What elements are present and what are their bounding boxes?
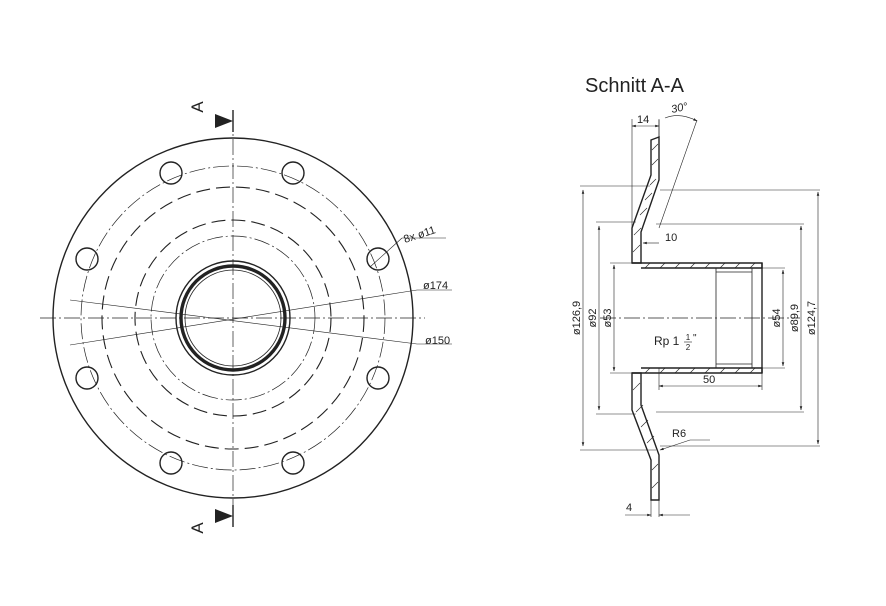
bolt-hole <box>159 451 183 475</box>
bolt-circle-label: ø174 <box>423 280 448 292</box>
dim-d-89-9: ø89,9 <box>789 304 801 332</box>
dim-bottom-thickness: 4 <box>626 502 632 514</box>
dim-d-54: ø54 <box>771 309 783 328</box>
flange-outer-circle <box>52 137 414 499</box>
dim-leader-holes <box>369 237 403 268</box>
holes-label: 8x ø11 <box>402 224 437 246</box>
dim-d-124-7: ø124,7 <box>806 301 818 335</box>
dim-d-53: ø53 <box>602 309 614 328</box>
dim-angle: 30° <box>670 101 689 116</box>
thread-label: Rp 1 <box>654 334 680 348</box>
bolt-hole <box>281 161 305 185</box>
bolt-holes <box>75 161 390 475</box>
hidden-circle-mid <box>134 219 332 417</box>
flange-wall-upper <box>631 135 660 264</box>
hub-outer-circle <box>175 260 291 376</box>
section-view: Schnitt A-A <box>571 75 820 517</box>
flange-wall-lower <box>631 372 660 501</box>
front-view: 8x ø11 ø174 ø150 A A <box>40 101 452 534</box>
thread-fraction-denominator: 2 <box>686 343 691 352</box>
dim-radius: R6 <box>672 428 686 440</box>
bolt-hole <box>75 366 99 390</box>
section-title: Schnitt A-A <box>585 75 685 97</box>
bolt-hole <box>366 366 390 390</box>
socket-wall-upper <box>632 262 763 269</box>
hidden-circle-outer <box>101 186 365 450</box>
pipe-inner-circle <box>184 269 282 367</box>
thread-suffix: " <box>693 333 697 344</box>
extension-lines <box>580 119 820 517</box>
section-marker-label-bottom: A <box>188 522 207 534</box>
center-circle-inner <box>150 235 316 401</box>
thread-fraction-numerator: 1 <box>686 333 691 342</box>
dim-line-150 <box>69 299 418 345</box>
bolt-hole <box>366 247 390 271</box>
dim-top-width: 14 <box>637 114 649 126</box>
dim-length: 50 <box>703 374 715 386</box>
dim-d-92: ø92 <box>587 309 599 328</box>
dim-d-126-9: ø126,9 <box>571 301 583 335</box>
section-marker-top: A <box>188 101 234 132</box>
mid-circle-label: ø150 <box>425 335 450 347</box>
angle-construction <box>658 115 698 229</box>
section-marker-label-top: A <box>188 101 207 113</box>
thread-label-group: Rp 1 1 2 " <box>654 333 697 352</box>
pipe-wall-circle <box>179 264 287 372</box>
section-marker-bottom: A <box>188 505 234 534</box>
hatching <box>632 143 756 489</box>
bolt-hole <box>75 247 99 271</box>
bolt-hole <box>159 161 183 185</box>
bolt-hole <box>281 451 305 475</box>
dim-line-174 <box>69 289 418 346</box>
dimension-lines <box>581 124 820 517</box>
socket-wall-lower <box>632 367 763 374</box>
bolt-circle <box>80 165 386 471</box>
dim-step: 10 <box>665 232 677 244</box>
